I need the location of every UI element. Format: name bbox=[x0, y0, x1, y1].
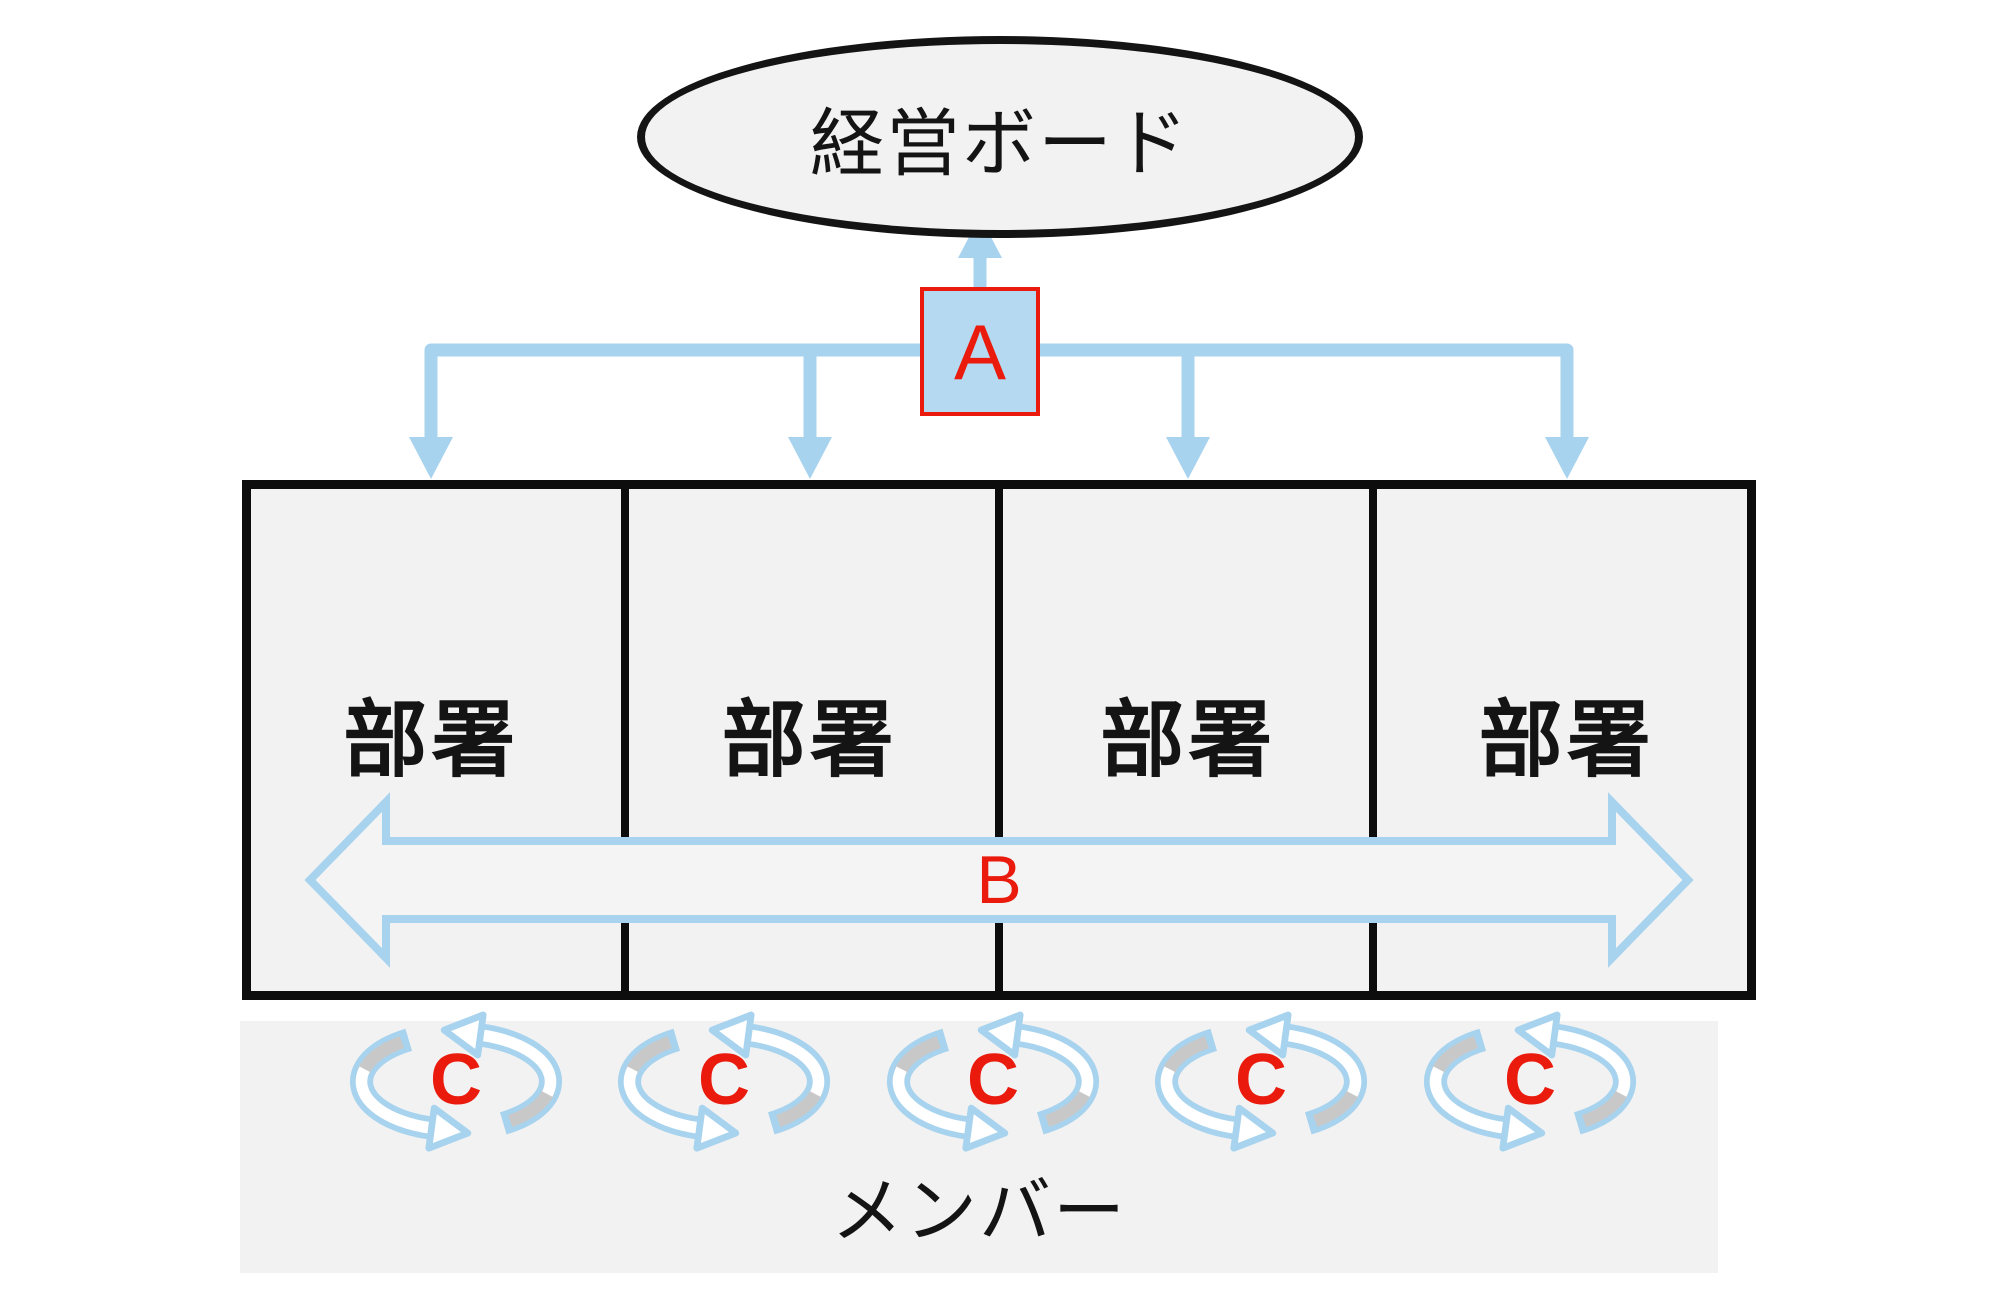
department-divider bbox=[995, 489, 1003, 991]
label-c: C bbox=[430, 1040, 482, 1120]
label-c-wrap: C bbox=[674, 1042, 774, 1118]
management-board-node: 経営ボード bbox=[637, 36, 1363, 238]
department-label: 部署 bbox=[1100, 692, 1277, 787]
label-a-box: A bbox=[920, 287, 1040, 416]
department-divider bbox=[621, 489, 629, 991]
members-panel bbox=[240, 1021, 1718, 1273]
down-arrow-head-icon-4 bbox=[1545, 437, 1589, 479]
department-divider bbox=[1369, 489, 1377, 991]
down-arrow-head-icon-2 bbox=[788, 437, 832, 479]
double-arrow-icon bbox=[304, 792, 1694, 968]
label-c: C bbox=[698, 1040, 750, 1120]
department-label: 部署 bbox=[721, 692, 898, 787]
members-label-wrap: メンバー bbox=[240, 1164, 1718, 1252]
department-cell-2: 部署 bbox=[621, 688, 1000, 787]
label-c: C bbox=[967, 1040, 1019, 1120]
label-c-wrap: C bbox=[1480, 1042, 1580, 1118]
label-c: C bbox=[1504, 1040, 1556, 1120]
label-c-wrap: C bbox=[406, 1042, 506, 1118]
management-board-label: 経営ボード bbox=[810, 101, 1190, 185]
down-arrow-head-icon-1 bbox=[409, 437, 453, 479]
department-label: 部署 bbox=[1478, 692, 1655, 787]
label-b: B bbox=[976, 842, 1022, 918]
label-c: C bbox=[1235, 1040, 1287, 1120]
label-b-wrap: B bbox=[949, 842, 1049, 918]
department-cell-4: 部署 bbox=[1378, 688, 1757, 787]
label-a: A bbox=[953, 307, 1007, 396]
department-label: 部署 bbox=[343, 692, 520, 787]
down-arrow-head-icon-3 bbox=[1166, 437, 1210, 479]
members-label: メンバー bbox=[830, 1171, 1127, 1252]
department-labels-row: 部署 部署 部署 部署 bbox=[242, 688, 1757, 787]
department-cell-3: 部署 bbox=[999, 688, 1378, 787]
label-c-wrap: C bbox=[943, 1042, 1043, 1118]
department-cell-1: 部署 bbox=[242, 688, 621, 787]
label-c-wrap: C bbox=[1211, 1042, 1311, 1118]
